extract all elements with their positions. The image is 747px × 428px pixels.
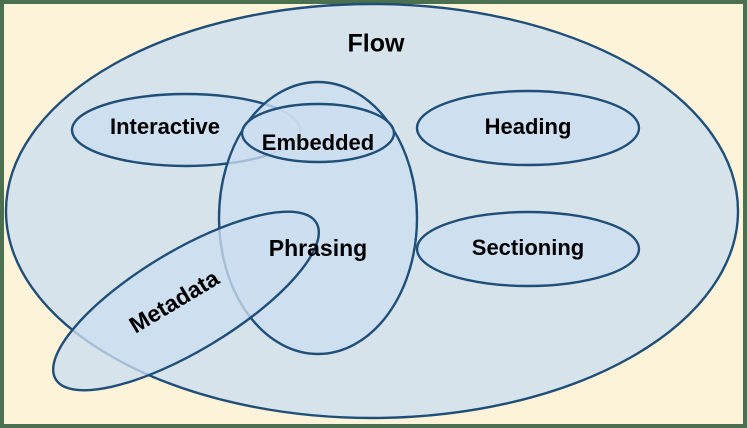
set-ellipse-metadata[interactable]: [30, 180, 342, 422]
set-label-embedded: Embedded: [262, 130, 374, 155]
set-label-heading: Heading: [485, 114, 572, 139]
set-ellipse-embedded[interactable]: [240, 102, 396, 164]
set-label-flow: Flow: [348, 30, 405, 58]
set-ellipse-sectioning[interactable]: [415, 210, 641, 288]
set-ellipse-heading[interactable]: [415, 89, 641, 167]
set-label-interactive: Interactive: [110, 114, 220, 139]
set-label-phrasing: Phrasing: [269, 235, 367, 261]
set-label-sectioning: Sectioning: [472, 235, 584, 260]
